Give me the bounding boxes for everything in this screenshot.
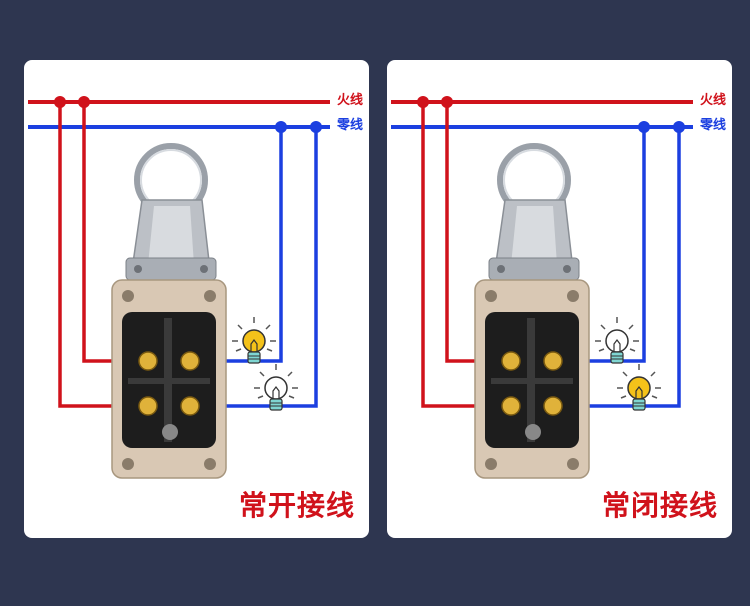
panel-caption: 常开接线 xyxy=(238,489,355,522)
panel-normally-open: 火线 零线 常开接线 xyxy=(24,60,369,538)
live-junction-2 xyxy=(441,96,453,108)
live-junction-1 xyxy=(54,96,66,108)
live-junction-1 xyxy=(417,96,429,108)
wiring-diagram-normally-open xyxy=(28,96,330,479)
terminal-bl xyxy=(138,396,158,416)
neutral-junction-2 xyxy=(310,121,322,133)
terminal-br xyxy=(180,396,200,416)
neutral-drop-2 xyxy=(190,127,318,408)
neutral-junction-1 xyxy=(275,121,287,133)
terminal-tl xyxy=(501,351,521,371)
panel-caption: 常闭接线 xyxy=(601,489,718,522)
lamp-top-lit xyxy=(232,317,276,364)
panel-normally-closed: 火线 零线 常闭接线 xyxy=(387,60,732,538)
terminal-bl xyxy=(501,396,521,416)
neutral-drop-2 xyxy=(553,127,681,408)
neutral-junction-2 xyxy=(673,121,685,133)
live-wire-label: 火线 xyxy=(336,93,363,108)
lamp-bottom-off xyxy=(254,364,298,411)
terminal-tr xyxy=(180,351,200,371)
neutral-wire-label: 零线 xyxy=(336,118,363,133)
neutral-junction-1 xyxy=(638,121,650,133)
lamp-bottom-lit xyxy=(617,364,661,411)
terminal-tl xyxy=(138,351,158,371)
wiring-diagram-normally-closed xyxy=(391,96,693,479)
terminal-tr xyxy=(543,351,563,371)
terminal-br xyxy=(543,396,563,416)
lamp-top-off xyxy=(595,317,639,364)
neutral-wire-label: 零线 xyxy=(699,118,726,133)
live-junction-2 xyxy=(78,96,90,108)
live-wire-label: 火线 xyxy=(699,93,726,108)
